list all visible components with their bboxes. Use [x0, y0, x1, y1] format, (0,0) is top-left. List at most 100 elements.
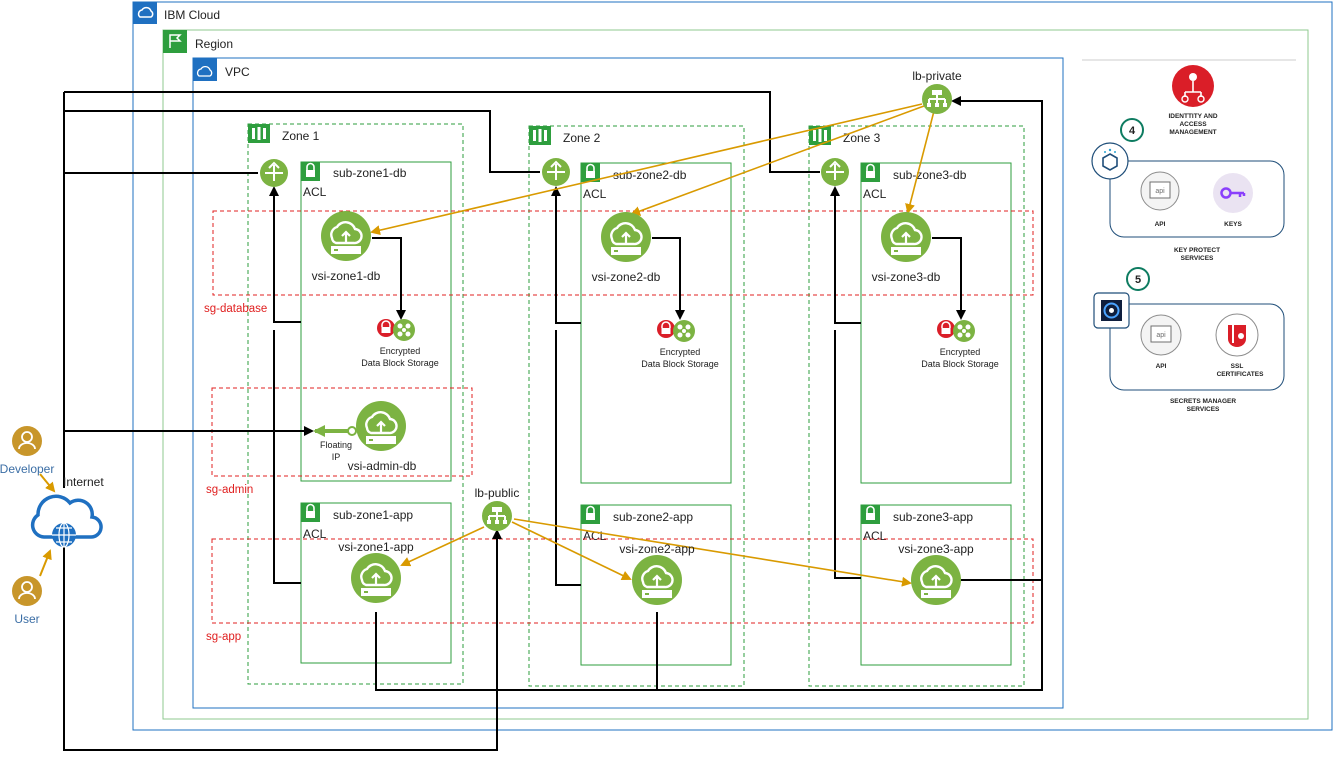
lb-public[interactable]: lb-public: [475, 486, 520, 532]
subnet-label: sub-zone2-app: [613, 510, 693, 524]
vsi-zone3-app[interactable]: vsi-zone3-app: [898, 542, 974, 607]
public-gateway-zone2-icon[interactable]: [541, 157, 571, 187]
developer-label: Developer: [0, 462, 54, 476]
vpc-icon: [193, 58, 217, 81]
zone-3-label: Zone 3: [843, 131, 881, 145]
vpc-label: VPC: [225, 65, 250, 79]
lb-label: lb-public: [475, 486, 520, 500]
api-label: API: [1156, 363, 1167, 370]
zone-2-label: Zone 2: [563, 131, 601, 145]
encrypted-storage-zone1[interactable]: Encrypted Data Block Storage: [361, 318, 439, 368]
virtual-server-icon: [879, 210, 933, 264]
acl-label: ACL: [303, 185, 327, 199]
virtual-server-icon: [909, 553, 963, 607]
keys-label: KEYS: [1224, 221, 1242, 228]
zone-3: Zone 3: [808, 125, 1025, 687]
sg-database-boundary: sg-database: [204, 210, 1034, 315]
developer[interactable]: Developer: [0, 425, 54, 476]
subnet-zone3-db: sub-zone3-db ACL: [860, 162, 1012, 484]
zone-1-icon: [248, 124, 270, 143]
encrypted-storage-zone2[interactable]: Encrypted Data Block Storage: [641, 319, 719, 369]
subnet-label: sub-zone3-app: [893, 510, 973, 524]
virtual-server-icon: [319, 209, 373, 263]
user-arrow: [39, 549, 52, 577]
public-gateway-zone1-icon[interactable]: [259, 158, 289, 188]
secrets-manager-badge: [1126, 267, 1150, 291]
public-gateway-zone3-icon[interactable]: [820, 157, 850, 187]
svg-text:api: api: [1155, 188, 1165, 195]
secrets-manager-service[interactable]: 5 api API SSL CERTIFICATES SECRETS MANAG…: [1093, 267, 1285, 413]
network-connectors: [63, 91, 1043, 751]
subnet-label: sub-zone2-db: [613, 168, 687, 182]
encrypted-storage-icon: [936, 319, 976, 343]
svg-text:api: api: [1156, 332, 1166, 339]
sg-app-label: sg-app: [206, 631, 241, 643]
lock-icon: [860, 504, 881, 525]
vsi-label: vsi-zone3-db: [872, 270, 941, 284]
acl-label: ACL: [863, 529, 887, 543]
subnet-label: sub-zone1-app: [333, 508, 413, 522]
lock-icon: [300, 502, 321, 523]
floating-ip-dot: [347, 426, 357, 436]
key-protect-service[interactable]: 4 api API KEYS KEY PROTECT SERVICES: [1091, 118, 1285, 262]
encrypted-storage-icon: [656, 319, 696, 343]
user-person-icon: [11, 575, 43, 607]
key-protect-badge-number: 4: [1129, 125, 1136, 137]
subnet-label: sub-zone1-db: [333, 166, 407, 180]
load-balancer-icon: [481, 500, 513, 532]
virtual-server-icon: [354, 399, 408, 453]
vsi-zone1-app[interactable]: vsi-zone1-app: [338, 540, 414, 605]
virtual-server-icon: [599, 210, 653, 264]
vsi-label: vsi-admin-db: [348, 459, 417, 473]
storage-label-line2: Data Block Storage: [641, 359, 719, 369]
ibm-cloud-boundary: IBM Cloud: [132, 1, 1333, 731]
acl-label: ACL: [863, 187, 887, 201]
storage-label-line2: Data Block Storage: [361, 358, 439, 368]
encrypted-storage-zone3[interactable]: Encrypted Data Block Storage: [921, 319, 999, 369]
vsi-zone1-db[interactable]: vsi-zone1-db: [312, 209, 381, 283]
vsi-zone2-app[interactable]: vsi-zone2-app: [619, 542, 695, 607]
internet[interactable]: Internet: [30, 475, 105, 548]
lock-icon: [300, 161, 321, 182]
secrets-manager-badge-number: 5: [1135, 274, 1141, 286]
iam-service[interactable]: IDENTTITY AND ACCESS MANAGEMENT: [1168, 65, 1218, 136]
internet-cloud-icon: [30, 494, 103, 539]
zone-1-label: Zone 1: [282, 129, 320, 143]
storage-label-line1: Encrypted: [380, 346, 421, 356]
vsi-label: vsi-zone1-app: [338, 540, 414, 554]
vsi-label: vsi-zone3-app: [898, 542, 974, 556]
key-protect-badge: [1120, 118, 1144, 142]
api-label: API: [1155, 221, 1166, 228]
vsi-zone2-db[interactable]: vsi-zone2-db: [592, 210, 661, 284]
vsi-label: vsi-zone2-db: [592, 270, 661, 284]
developer-arrow: [39, 473, 56, 493]
vsi-admin-db[interactable]: vsi-admin-db: [348, 399, 417, 473]
key-protect-title-line1: KEY PROTECT: [1174, 247, 1220, 254]
region-boundary: Region: [162, 29, 1309, 720]
internet-label: Internet: [63, 475, 104, 489]
secrets-manager-title-line1: SECRETS MANAGER: [1170, 398, 1236, 405]
region-label: Region: [195, 37, 233, 51]
storage-label-line1: Encrypted: [660, 347, 701, 357]
iam-label-line1: IDENTTITY AND: [1168, 113, 1217, 120]
lb-private[interactable]: lb-private: [912, 69, 962, 115]
vsi-zone3-db[interactable]: vsi-zone3-db: [872, 210, 941, 284]
zone-2-icon: [529, 126, 551, 145]
virtual-server-icon: [630, 553, 684, 607]
subnet-label: sub-zone3-db: [893, 168, 967, 182]
acl-label: ACL: [303, 527, 327, 541]
storage-label-line2: Data Block Storage: [921, 359, 999, 369]
user[interactable]: User: [11, 575, 43, 626]
floating-ip[interactable]: Floating IP: [320, 440, 352, 462]
lock-icon: [860, 162, 881, 183]
lock-icon: [580, 504, 601, 525]
sg-admin-label: sg-admin: [206, 484, 253, 496]
zone-2: Zone 2: [528, 125, 745, 687]
secrets-manager-title-line2: SERVICES: [1187, 406, 1220, 413]
storage-label-line1: Encrypted: [940, 347, 981, 357]
iam-label-line2: ACCESS: [1179, 121, 1207, 128]
key-protect-icon: [1091, 142, 1129, 180]
key-protect-title-line2: SERVICES: [1181, 255, 1214, 262]
floating-ip-label-line1: Floating: [320, 440, 352, 450]
ibm-cloud-label: IBM Cloud: [164, 8, 220, 22]
